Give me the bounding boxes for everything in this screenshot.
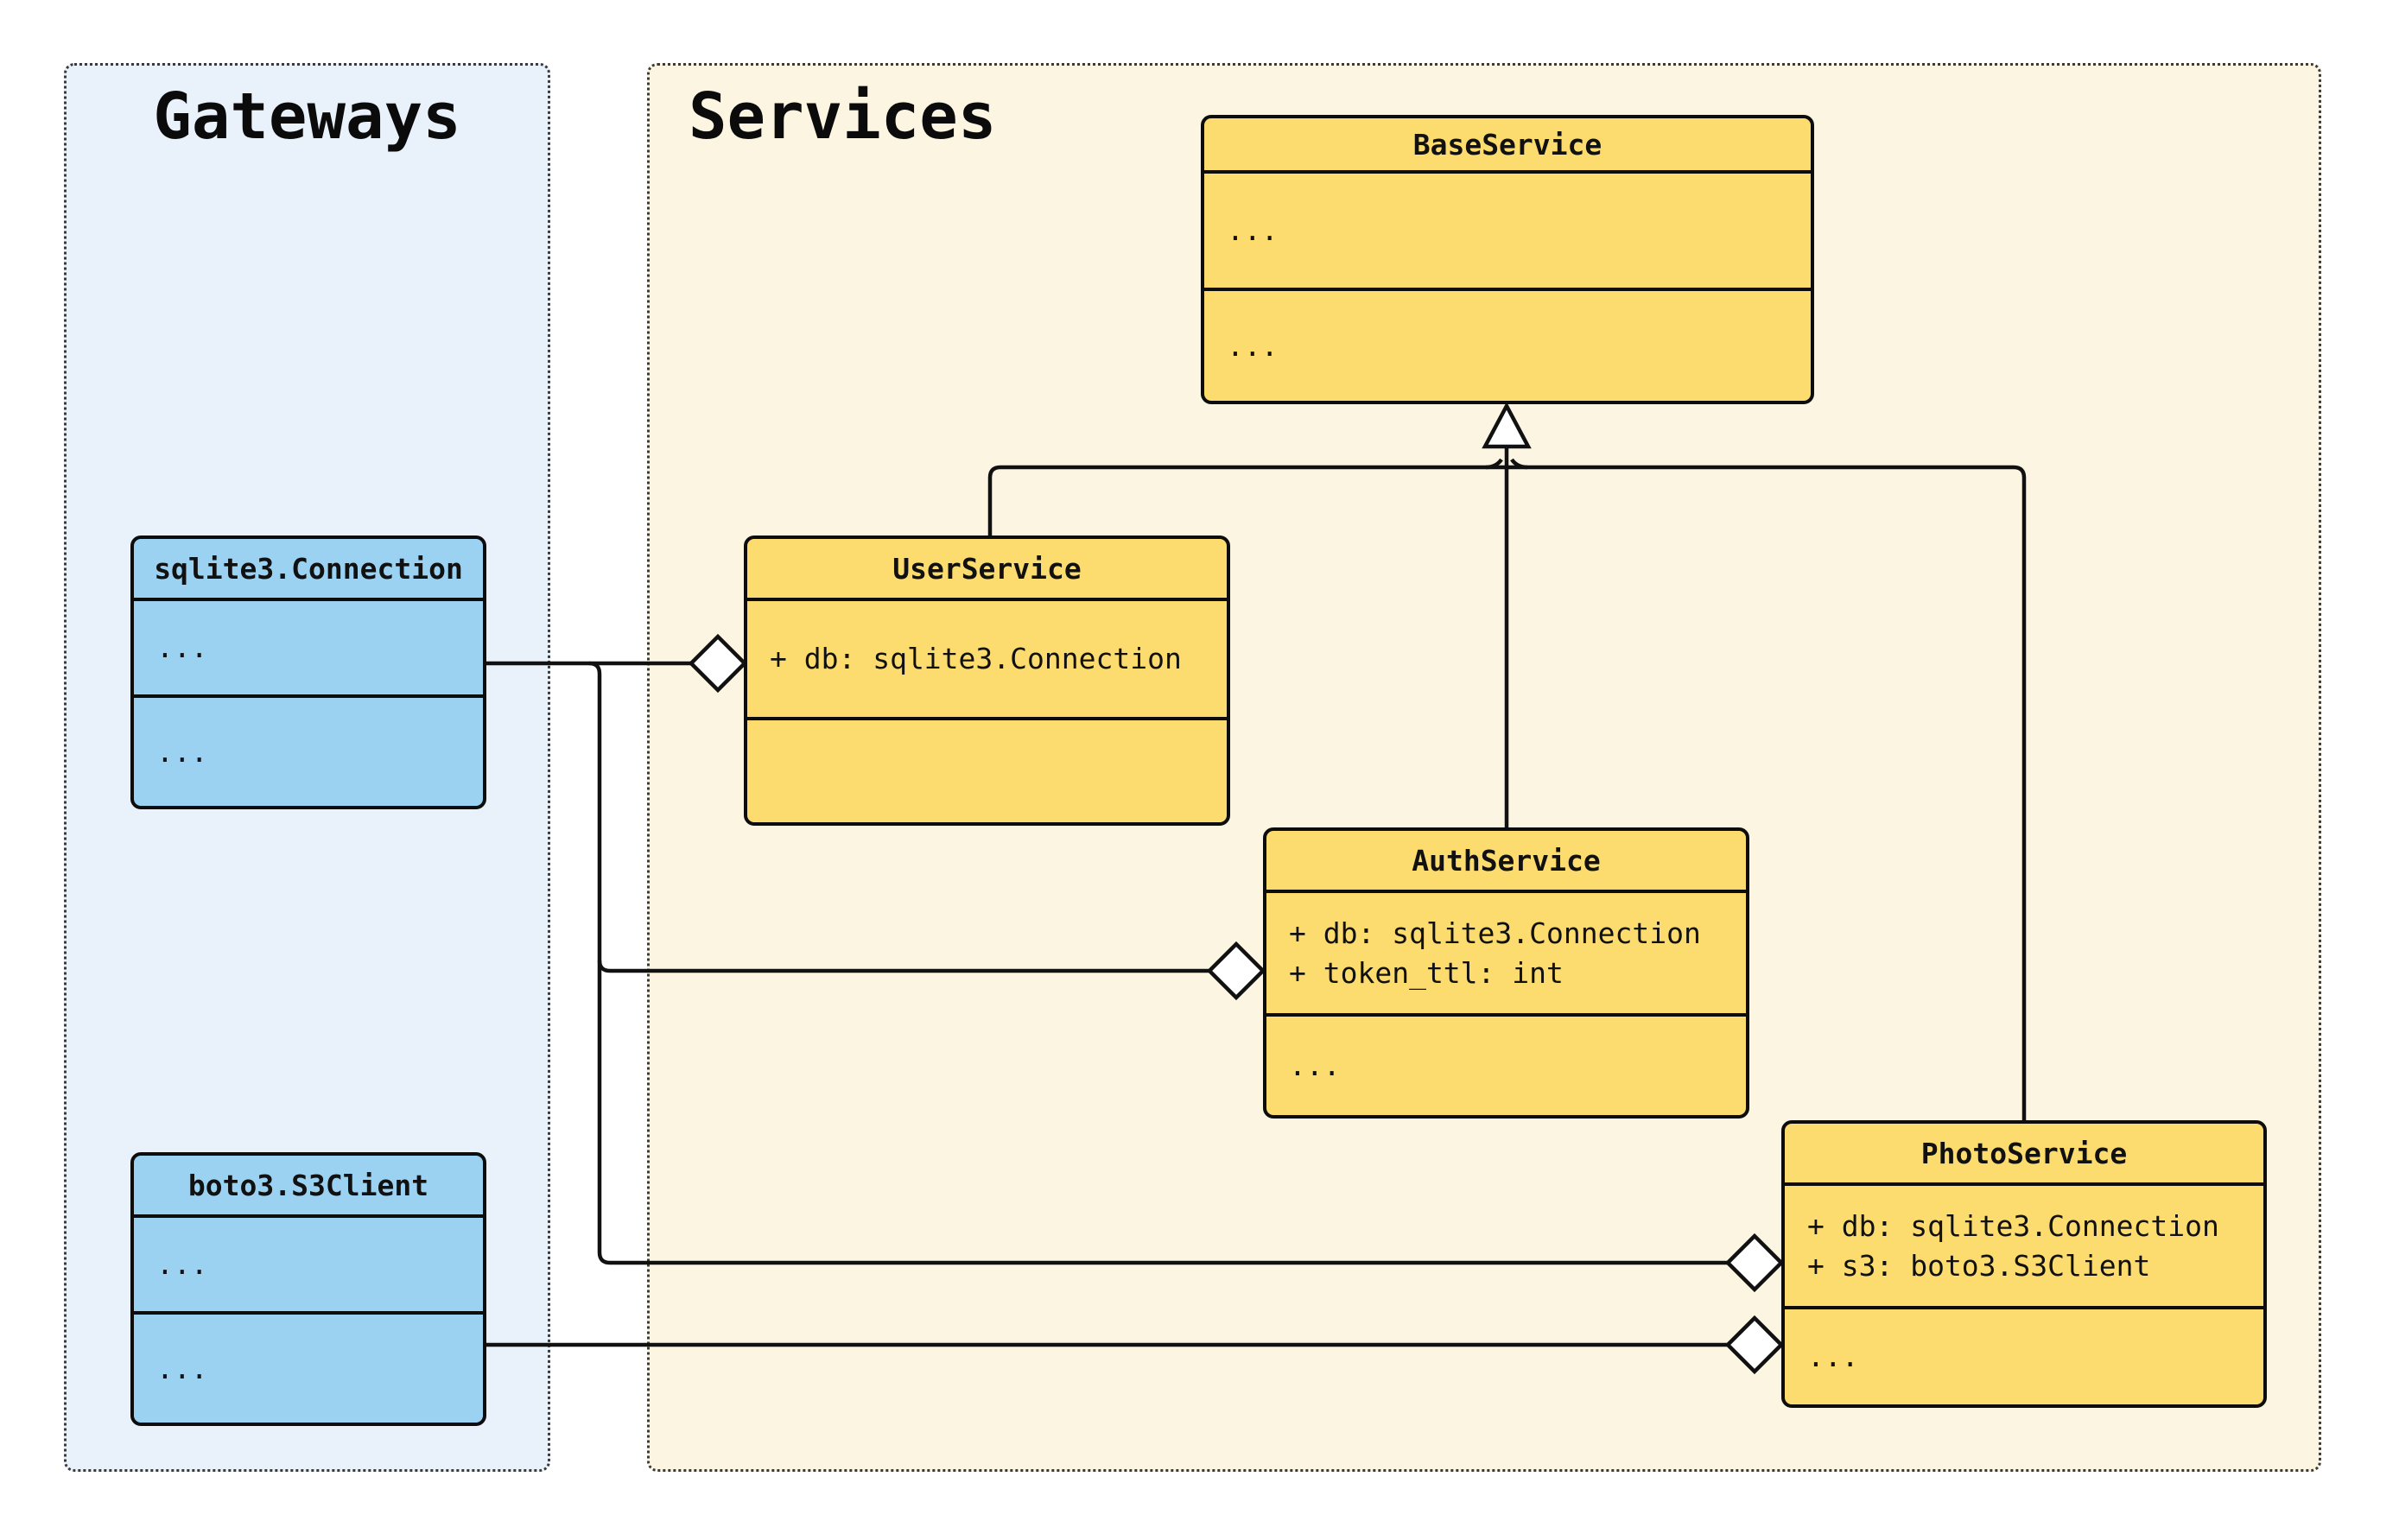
- method-line: ...: [156, 734, 208, 769]
- class-title-boto3-s3client: boto3.S3Client: [134, 1156, 483, 1218]
- class-attributes-userservice: + db: sqlite3.Connection: [747, 601, 1227, 720]
- class-attributes-baseservice: ...: [1204, 174, 1811, 291]
- class-methods-boto3-s3client: ...: [134, 1315, 483, 1423]
- class-title-authservice: AuthService: [1266, 831, 1746, 893]
- attribute-line: ...: [156, 631, 208, 664]
- class-attributes-photoservice: + db: sqlite3.Connection + s3: boto3.S3C…: [1785, 1186, 2263, 1309]
- attribute-line: ...: [156, 1247, 208, 1281]
- aggregation-diamond-photoservice-s3-icon: [1724, 1315, 1785, 1375]
- class-methods-baseservice: ...: [1204, 291, 1811, 401]
- services-group-title: Services: [689, 79, 997, 154]
- class-methods-photoservice: ...: [1785, 1309, 2263, 1404]
- attribute-line: + db: sqlite3.Connection: [1289, 916, 1701, 950]
- method-line: ...: [1289, 1049, 1341, 1082]
- attribute-line: + db: sqlite3.Connection: [770, 642, 1182, 675]
- class-attributes-authservice: + db: sqlite3.Connection + token_ttl: in…: [1266, 893, 1746, 1017]
- class-box-authservice: AuthService + db: sqlite3.Connection + t…: [1263, 827, 1749, 1119]
- class-methods-sqlite3-connection: ...: [134, 698, 483, 806]
- aggregation-diamond-userservice-icon: [688, 633, 748, 694]
- aggregation-diamond-photoservice-db-icon: [1724, 1233, 1785, 1293]
- class-box-sqlite3-connection: sqlite3.Connection ... ...: [130, 536, 486, 809]
- class-box-baseservice: BaseService ... ...: [1201, 115, 1814, 404]
- class-methods-authservice: ...: [1266, 1017, 1746, 1115]
- attribute-line: + token_ttl: int: [1289, 955, 1564, 990]
- method-line: ...: [1227, 328, 1279, 363]
- gateways-group-title: Gateways: [153, 79, 461, 154]
- class-attributes-boto3-s3client: ...: [134, 1218, 483, 1315]
- class-title-userservice: UserService: [747, 539, 1227, 601]
- class-title-sqlite3-connection: sqlite3.Connection: [134, 539, 483, 601]
- class-attributes-sqlite3-connection: ...: [134, 601, 483, 698]
- class-methods-userservice: [747, 720, 1227, 822]
- attribute-line: ...: [1227, 213, 1279, 247]
- class-title-photoservice: PhotoService: [1785, 1124, 2263, 1186]
- inheritance-triangle-icon: [1482, 402, 1532, 449]
- class-box-photoservice: PhotoService + db: sqlite3.Connection + …: [1781, 1120, 2267, 1408]
- aggregation-line-sqlite-authservice: [597, 960, 1209, 973]
- aggregation-branch-vertical: [588, 661, 1728, 1265]
- class-box-boto3-s3client: boto3.S3Client ... ...: [130, 1152, 486, 1426]
- class-title-baseservice: BaseService: [1204, 118, 1811, 174]
- method-line: ...: [156, 1351, 208, 1385]
- aggregation-diamond-authservice-icon: [1206, 941, 1266, 1001]
- attribute-line: + s3: boto3.S3Client: [1807, 1248, 2151, 1283]
- inheritance-bus-junction: [1485, 458, 1528, 470]
- attribute-line: + db: sqlite3.Connection: [1807, 1208, 2219, 1243]
- method-line: ...: [1807, 1340, 1859, 1373]
- class-box-userservice: UserService + db: sqlite3.Connection: [744, 536, 1230, 826]
